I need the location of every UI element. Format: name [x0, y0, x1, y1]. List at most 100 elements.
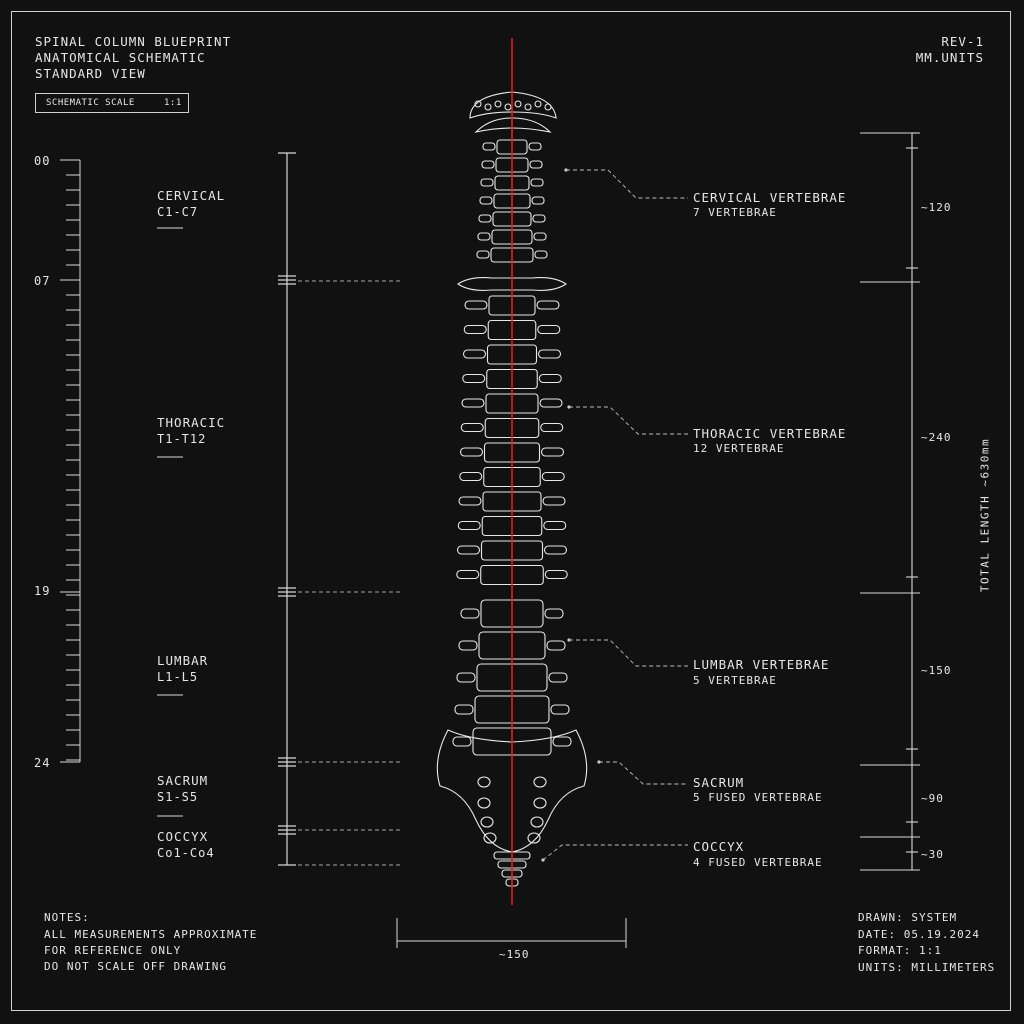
sacrum-outline: [436, 729, 588, 853]
skull-detail: [484, 103, 492, 111]
thoracic-process: [540, 447, 565, 457]
units-label: MM.UNITS: [915, 50, 984, 65]
thoracic-process: [542, 496, 566, 506]
leader-line: [599, 761, 688, 785]
lumbar-process: [460, 608, 480, 619]
thoracic-process: [460, 422, 484, 433]
callout-leaders: [541, 168, 688, 862]
dim-label-lumbar: ~150: [921, 664, 952, 677]
thoracic-process: [459, 447, 484, 457]
cervical-process: [528, 142, 542, 151]
callout-title-thoracic: THORACIC VERTEBRAE: [693, 426, 847, 441]
sacral-foramen: [527, 832, 541, 844]
cervical-process: [534, 250, 548, 259]
note-line-2: FOR REFERENCE ONLY: [44, 944, 182, 957]
notes-title: NOTES:: [44, 911, 90, 924]
cervical-process: [480, 178, 494, 187]
callout-title-coccyx: COCCYX: [693, 839, 745, 854]
thoracic-process: [543, 545, 568, 555]
title-line-3: STANDARD VIEW: [35, 66, 146, 81]
lumbar-process: [456, 672, 476, 683]
cervical-process: [477, 232, 491, 241]
width-dim-label: ~150: [499, 948, 530, 961]
region-range-thoracic: T1-T12: [157, 432, 207, 446]
region-name-sacrum: SACRUM: [157, 773, 209, 788]
lumbar-process: [550, 704, 570, 715]
thoracic-process: [462, 349, 487, 359]
sacral-foramen: [483, 832, 497, 844]
region-name-lumbar: LUMBAR: [157, 653, 209, 668]
sacral-foramen: [530, 816, 544, 828]
drawing-units: UNITS: MILLIMETERS: [858, 961, 996, 974]
thoracic-process: [537, 349, 562, 359]
cervical-process: [478, 214, 492, 223]
leader-line: [542, 844, 688, 861]
lumbar-process: [544, 608, 564, 619]
drawing-format: FORMAT: 1:1: [858, 944, 942, 957]
cervical-process: [532, 214, 546, 223]
region-name-thoracic: THORACIC: [157, 415, 226, 430]
dim-label-coccyx: ~30: [921, 848, 944, 861]
cervical-process: [479, 196, 493, 205]
skull-detail: [534, 100, 542, 108]
thoracic-process: [539, 398, 563, 408]
atlas-outline: [474, 117, 552, 133]
thoracic-process: [537, 324, 561, 335]
leader-line: [569, 406, 688, 435]
lumbar-process: [458, 640, 478, 651]
drawn-by: DRAWN: SYSTEM: [858, 911, 958, 924]
region-name-coccyx: COCCYX: [157, 829, 209, 844]
thoracic-process: [457, 520, 481, 531]
thoracic-process: [544, 569, 568, 580]
scale-value: 1:1: [164, 98, 182, 108]
thoracic-process: [541, 471, 565, 482]
ruler-label-19: 19: [34, 584, 51, 598]
skull-detail: [494, 100, 502, 108]
lumbar-process: [454, 704, 474, 715]
callout-sub-sacrum: 5 FUSED VERTEBRAE: [693, 791, 823, 804]
title-line-2: ANATOMICAL SCHEMATIC: [35, 50, 206, 65]
dim-label-sacrum: ~90: [921, 792, 944, 805]
callout-title-sacrum: SACRUM: [693, 775, 745, 790]
cervical-process: [530, 178, 544, 187]
region-name-cervical: CERVICAL: [157, 188, 226, 203]
callout-sub-coccyx: 4 FUSED VERTEBRAE: [693, 856, 823, 869]
thoracic-process: [543, 520, 567, 531]
callout-sub-thoracic: 12 VERTEBRAE: [693, 442, 785, 455]
cervical-process: [533, 232, 547, 241]
ruler-label-00: 00: [34, 154, 51, 168]
sacral-foramen: [533, 776, 547, 788]
skull-base-outline: [469, 91, 557, 119]
thoracic-process: [456, 569, 480, 580]
skull-detail: [544, 103, 552, 111]
thoracic-process: [462, 373, 486, 384]
callout-title-lumbar: LUMBAR VERTEBRAE: [693, 657, 830, 672]
width-dimension: [396, 918, 627, 948]
cervical-process: [476, 250, 490, 259]
note-line-1: ALL MEASUREMENTS APPROXIMATE: [44, 928, 258, 941]
leader-line: [566, 169, 688, 199]
region-range-coccyx: Co1-Co4: [157, 846, 215, 860]
revision-label: REV-1: [941, 34, 984, 49]
drawing-frame: [11, 11, 1011, 1011]
schematic-scale-box: SCHEMATIC SCALE 1:1: [35, 93, 189, 113]
region-bracket: [157, 152, 400, 866]
lumbar-process: [546, 640, 566, 651]
thoracic-process: [461, 398, 485, 408]
sacral-foramen: [533, 797, 547, 809]
dim-label-thoracic: ~240: [921, 431, 952, 444]
region-range-lumbar: L1-L5: [157, 670, 199, 684]
thoracic-process: [540, 422, 564, 433]
skull-detail: [524, 103, 532, 111]
skull-detail: [504, 103, 512, 111]
skull-detail: [474, 100, 482, 108]
thoracic-process: [536, 300, 560, 310]
thoracic-process: [458, 496, 482, 506]
total-length-label: TOTAL LENGTH ~630mm: [978, 437, 992, 593]
callout-sub-cervical: 7 VERTEBRAE: [693, 206, 777, 219]
sacral-foramen: [477, 797, 491, 809]
thoracic-process: [464, 300, 488, 310]
leader-line: [569, 639, 688, 667]
left-ruler: [60, 159, 81, 763]
